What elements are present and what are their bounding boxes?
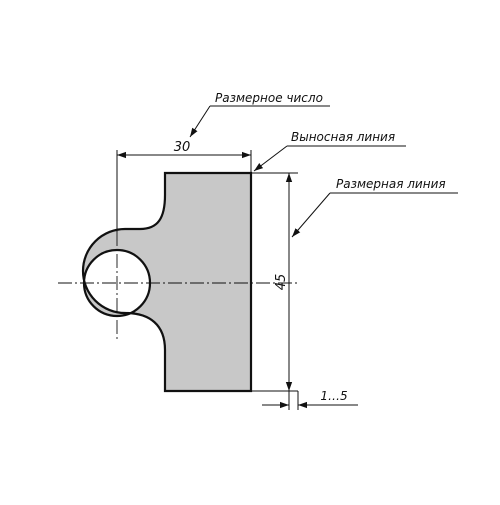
- dimension-value-30: 30: [174, 140, 191, 155]
- leader-extension-line: [253, 145, 288, 172]
- label-dimension-line: Размерная линия: [336, 177, 446, 191]
- dimension-value-45: 45: [274, 274, 289, 291]
- part-shape: [81, 171, 253, 393]
- label-dimension-number: Размерное число: [215, 91, 323, 105]
- gap-value: 1…5: [320, 389, 347, 403]
- leader-dimension-line: [291, 192, 331, 238]
- leader-dimension-number: [189, 105, 211, 138]
- label-extension-line: Выносная линия: [291, 130, 395, 144]
